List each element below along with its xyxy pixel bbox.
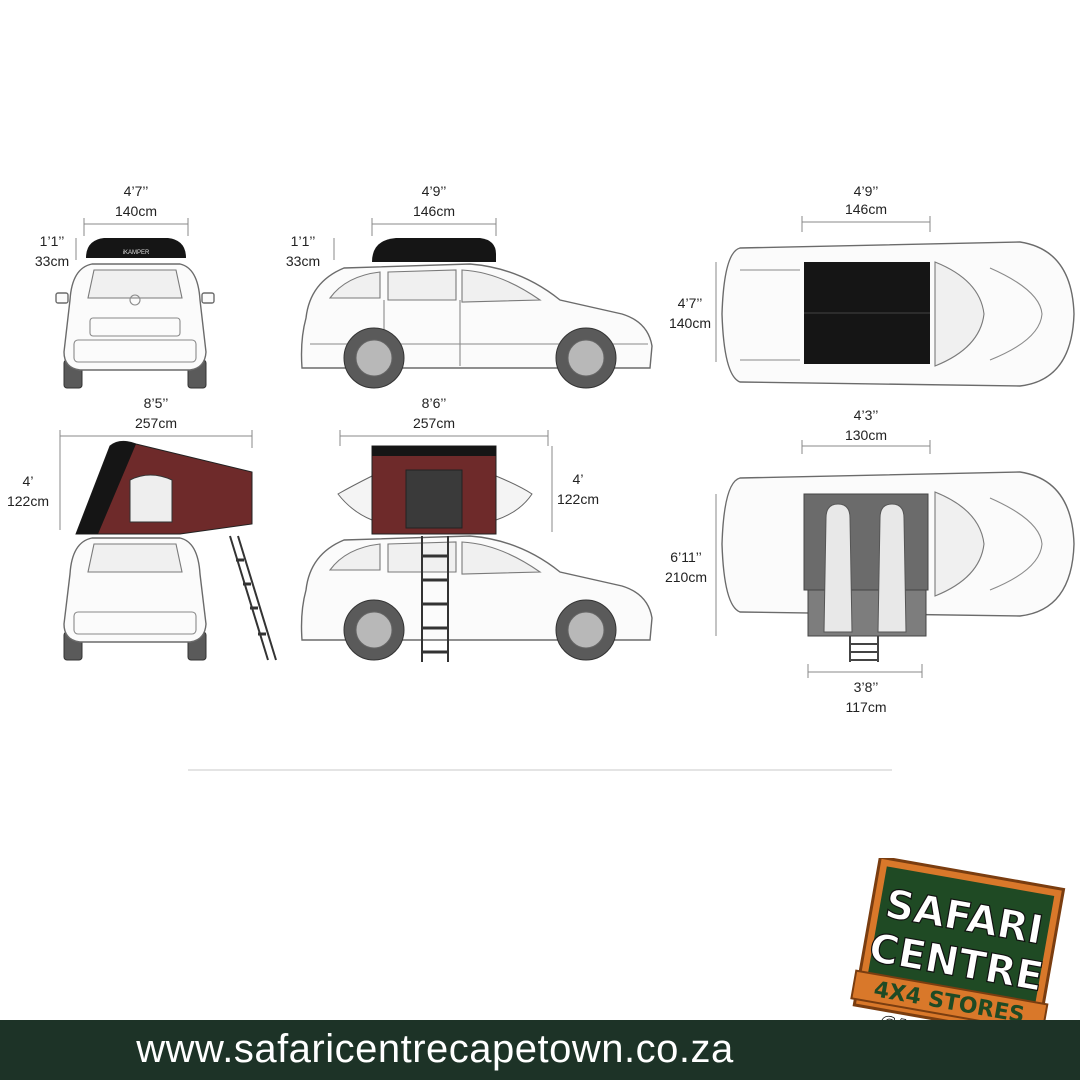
closed-front-width-imperial: 4’7’’ bbox=[124, 183, 149, 199]
open-top-length-imperial: 6’11’’ bbox=[670, 549, 701, 565]
closed-side-height-metric: 33cm bbox=[286, 253, 320, 269]
closed-tent-shell-side bbox=[372, 238, 496, 262]
open-front-length-imperial: 8’5’’ bbox=[144, 395, 169, 411]
closed-top-length-metric: 146cm bbox=[845, 201, 887, 217]
open-top-view: 4’3’’ 130cm 6’11’’ 210cm 3’8’’ 117cm bbox=[665, 407, 1075, 715]
footer-bar bbox=[0, 1020, 1080, 1080]
open-side-length-metric: 257cm bbox=[413, 415, 455, 431]
open-top-width-bottom-metric: 117cm bbox=[846, 699, 887, 715]
closed-tent-shell bbox=[86, 238, 186, 258]
sleeping-bag-left bbox=[823, 503, 853, 633]
open-front-length-metric: 257cm bbox=[135, 415, 177, 431]
sleeping-bag-right bbox=[877, 503, 907, 633]
closed-top-view: 4’9’’ 146cm 4’7’’ 140cm bbox=[669, 183, 1075, 387]
closed-side-view: 4’9’’ 146cm 1’1’’ 33cm bbox=[286, 183, 653, 389]
open-tent-floor bbox=[803, 493, 929, 591]
closed-top-length-imperial: 4’9’’ bbox=[854, 183, 879, 199]
ladder-side bbox=[421, 536, 449, 662]
open-front-height-metric: 122cm bbox=[7, 493, 49, 509]
open-top-width-bottom-imperial: 3’8’’ bbox=[854, 679, 879, 695]
ladder bbox=[229, 535, 277, 661]
closed-side-length-imperial: 4’9’’ bbox=[422, 183, 447, 199]
open-side-height-metric: 122cm bbox=[557, 491, 599, 507]
closed-side-height-imperial: 1’1’’ bbox=[291, 233, 316, 249]
closed-top-width-metric: 140cm bbox=[669, 315, 711, 331]
open-side-length-imperial: 8’6’’ bbox=[422, 395, 447, 411]
closed-top-width-imperial: 4’7’’ bbox=[678, 295, 703, 311]
open-side-height-imperial: 4’ bbox=[573, 471, 584, 487]
closed-front-width-metric: 140cm bbox=[115, 203, 157, 219]
closed-front-height-metric: 33cm bbox=[35, 253, 69, 269]
tent-brand-mark: iKAMPER bbox=[123, 250, 150, 256]
ladder-top bbox=[849, 636, 879, 662]
open-front-height-imperial: 4’ bbox=[23, 473, 34, 489]
open-top-length-metric: 210cm bbox=[665, 569, 707, 585]
closed-side-length-metric: 146cm bbox=[413, 203, 455, 219]
closed-front-height-imperial: 1’1’’ bbox=[40, 233, 65, 249]
website-url-link[interactable]: www.safaricentrecapetown.co.za bbox=[136, 1027, 734, 1071]
open-side-view: 8’6’’ 257cm 4’ 122cm bbox=[300, 395, 653, 662]
open-top-width-top-metric: 130cm bbox=[845, 427, 887, 443]
open-front-view: 8’5’’ 257cm 4’ 122cm bbox=[7, 395, 277, 661]
open-top-width-top-imperial: 4’3’’ bbox=[854, 407, 879, 423]
closed-front-view: 4’7’’ 140cm 1’1’’ 33cm iKAMPER bbox=[35, 183, 215, 389]
